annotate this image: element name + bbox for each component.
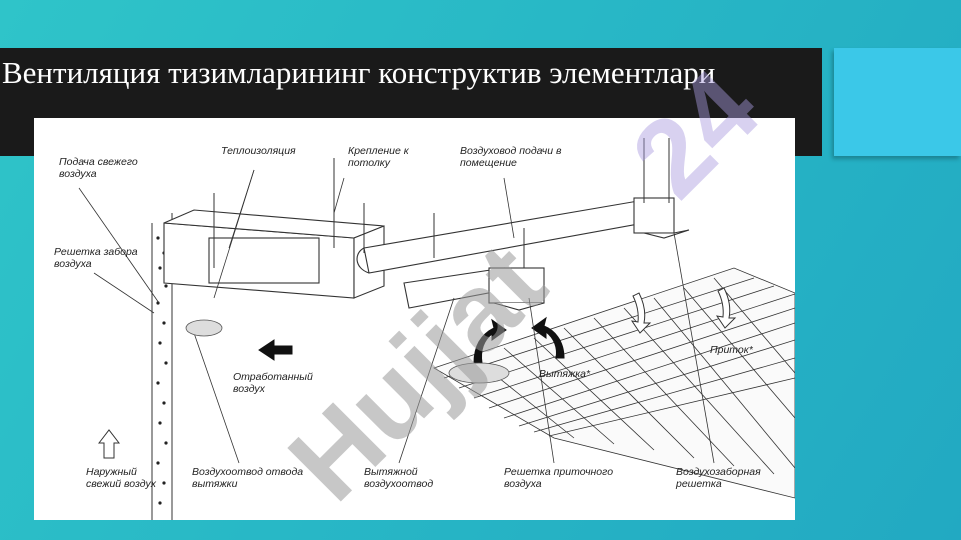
- label-exhaust-air: Отработанный воздух: [233, 371, 313, 395]
- branch-duct: [403, 267, 545, 311]
- label-exhaust-outlet-duct: Воздухоотвод отвода вытяжки: [192, 466, 304, 490]
- accent-box: [834, 48, 961, 156]
- diagram-drawing: [78, 138, 795, 520]
- label-air-intake-grille: Воздухозаборная решетка: [676, 466, 761, 490]
- label-thermal-insulation: Теплоизоляция: [221, 145, 296, 157]
- duct-shadows: [185, 319, 510, 384]
- label-ceiling-mount: Крепление к потолку: [348, 145, 409, 169]
- ventilation-unit: [163, 209, 385, 299]
- label-supply-grille: Решетка приточного воздуха: [504, 466, 614, 490]
- label-outdoor-fresh-air: Наружный свежий воздух: [86, 466, 156, 490]
- leader-lines: [78, 169, 715, 464]
- ceiling-grid: [433, 267, 795, 499]
- label-supply: Приток*: [710, 344, 753, 356]
- ventilation-diagram: Подача свежего воздуха Теплоизоляция Кре…: [34, 118, 795, 520]
- label-fresh-air-supply: Подача свежего воздуха: [59, 156, 138, 180]
- outline-arrows: [97, 287, 737, 459]
- supply-duct: [356, 197, 690, 274]
- airflow-arrows: [258, 316, 565, 364]
- label-extract-duct: Вытяжной воздухоотвод: [364, 466, 434, 490]
- label-intake-grille: Решетка забора воздуха: [54, 246, 138, 270]
- label-extract: Вытяжка*: [539, 368, 591, 380]
- slide-title: Вентиляция тизимларининг конструктив эле…: [2, 55, 716, 90]
- label-room-supply-duct: Воздуховод подачи в помещение: [460, 145, 562, 169]
- ceiling-hangers: [213, 138, 670, 268]
